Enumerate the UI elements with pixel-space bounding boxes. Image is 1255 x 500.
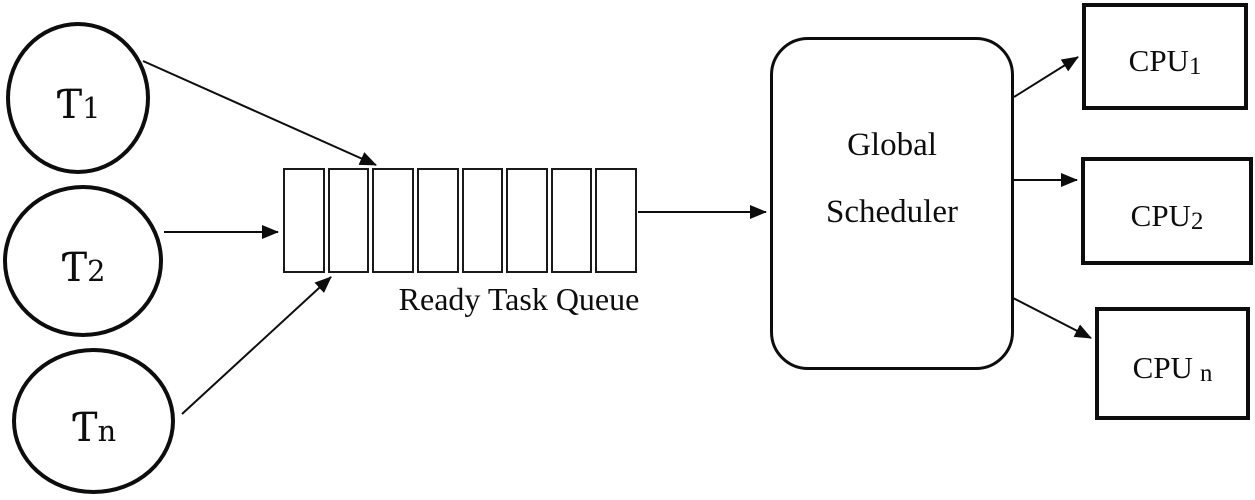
cpu-label-2: CPU2 [1130,197,1204,235]
queue-cell [595,168,637,273]
queue-cell [506,168,548,273]
arrow-scheduler-to-cpu1 [1013,56,1079,98]
task-circle-t1: Ƭ1 [6,22,150,174]
ready-task-queue [283,168,637,273]
queue-cell [416,168,459,273]
global-scheduler-box: Global Scheduler [770,37,1014,370]
queue-cell [372,168,414,273]
task-label-tn: Ƭn [70,405,117,451]
task-circle-t2: Ƭ2 [3,185,163,337]
arrow-tn-to-queue [181,276,332,415]
arrow-scheduler-to-cpun [1012,297,1092,339]
scheduler-label-line2: Scheduler [826,194,958,230]
task-circle-tn: Ƭn [12,348,175,494]
cpu-label-1: CPU1 [1128,43,1202,81]
arrow-t1-to-queue [142,60,377,166]
task-label-t2: Ƭ2 [60,245,106,291]
queue-cell [327,168,370,273]
cpu-box-2: CPU2 [1081,157,1253,265]
queue-cell [283,168,325,273]
cpu-box-1: CPU1 [1082,3,1248,110]
queue-label: Ready Task Queue [398,281,640,317]
task-label-t1: Ƭ1 [55,82,101,128]
queue-cell [461,168,504,273]
queue-cell [550,168,593,273]
scheduler-label-line1: Global [847,127,937,163]
